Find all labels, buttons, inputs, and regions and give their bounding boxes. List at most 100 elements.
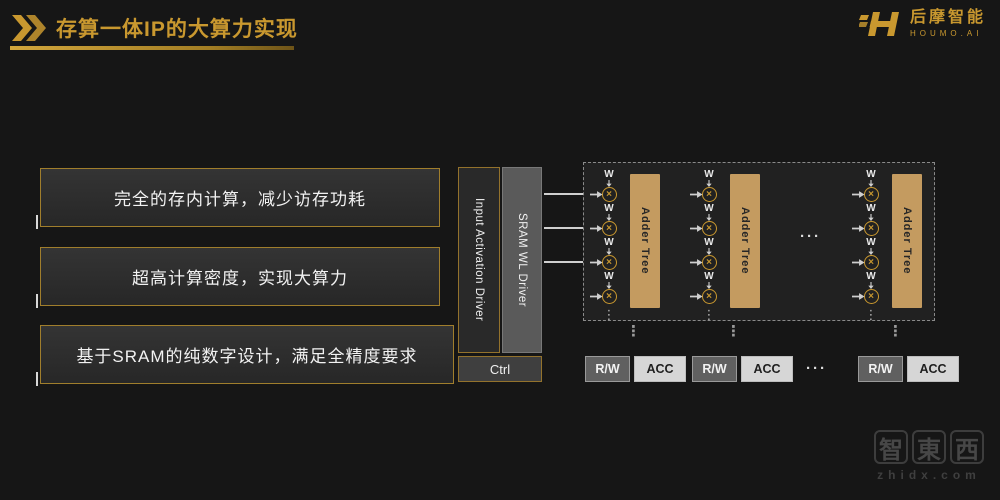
sram-wl-driver-box: SRAM WL Driver (502, 167, 542, 353)
activation-line-1 (544, 193, 596, 195)
mult-cell: W × (863, 203, 879, 236)
multiply-icon: × (701, 255, 717, 270)
mult-cell: W × (601, 169, 617, 202)
down-arrow-icon (706, 282, 712, 289)
houmo-logo-icon (858, 12, 899, 36)
mult-cell: W × (701, 271, 717, 304)
down-arrow-icon (868, 180, 874, 187)
adder-tree-box-2: Adder Tree (730, 174, 760, 308)
bullet-box-2: 超高计算密度，实现大算力 (36, 247, 440, 308)
logo-name: 后摩智能 (909, 9, 986, 26)
rw-box-2: R/W (692, 356, 737, 382)
weight-label: W (604, 237, 614, 248)
double-chevron-icon (12, 15, 46, 41)
vertical-ellipsis: ⋮ (726, 323, 741, 340)
adder-tree-label: Adder Tree (901, 207, 913, 275)
activation-line-2 (544, 227, 596, 229)
multiply-icon: × (701, 221, 717, 236)
bullet-text-2: 超高计算密度，实现大算力 (132, 269, 348, 288)
adder-tree-box-3: Adder Tree (892, 174, 922, 308)
weight-label: W (704, 271, 714, 282)
down-arrow-icon (868, 282, 874, 289)
down-arrow-icon (606, 180, 612, 187)
mult-cell: W × (701, 203, 717, 236)
activation-line-3 (544, 261, 596, 263)
down-arrow-icon (868, 214, 874, 221)
vertical-ellipsis: ⋮ (702, 307, 716, 322)
watermark-char: 西 (950, 430, 984, 464)
mult-cell: W × (863, 271, 879, 304)
page-title: 存算一体IP的大算力实现 (56, 18, 298, 41)
down-arrow-icon (606, 214, 612, 221)
horizontal-ellipsis: ··· (806, 360, 827, 377)
bullet-box-3: 基于SRAM的纯数字设计，满足全精度要求 (36, 325, 454, 386)
multiplier-column: W × W × W × W × ⋮ (598, 170, 620, 321)
logo-domain: HOUMO.AI (909, 29, 983, 38)
mult-cell: W × (601, 271, 617, 304)
multiply-icon: × (601, 221, 617, 236)
watermark-char: 東 (912, 430, 946, 464)
multiply-icon: × (863, 289, 879, 304)
watermark-domain: zhidx.com (877, 468, 981, 482)
rw-box-1: R/W (585, 356, 630, 382)
vertical-ellipsis: ⋮ (888, 323, 903, 340)
bullet-text-1: 完全的存内计算，减少访存功耗 (114, 190, 366, 209)
logo-text: 后摩智能 HOUMO.AI (910, 9, 986, 39)
mult-cell: W × (601, 204, 617, 236)
down-arrow-icon (706, 248, 712, 255)
mult-cell: W × (863, 237, 879, 270)
down-arrow-icon (868, 248, 874, 255)
horizontal-ellipsis: ··· (800, 228, 821, 245)
weight-label: W (604, 271, 614, 282)
vertical-ellipsis: ⋮ (626, 323, 641, 340)
input-activation-driver-label: Input Activation Driver (473, 198, 485, 322)
acc-box-1: ACC (634, 356, 686, 382)
watermark-char: 智 (874, 430, 908, 464)
multiplier-column: W × W × W × W × ⋮ (698, 170, 720, 321)
adder-tree-box-1: Adder Tree (630, 174, 660, 308)
weight-label: W (866, 271, 876, 282)
multiplier-column: W × W × W × W × ⋮ (860, 170, 882, 321)
watermark-characters: 智 東 西 (874, 430, 984, 464)
cim-column-group-3: W × W × W × W × ⋮ Adder Tree (860, 170, 922, 321)
multiply-icon: × (601, 255, 617, 270)
down-arrow-icon (606, 282, 612, 289)
weight-label: W (866, 237, 876, 248)
bullet-text-3: 基于SRAM的纯数字设计，满足全精度要求 (76, 347, 418, 366)
title-underline (10, 46, 294, 50)
weight-label: W (604, 169, 614, 180)
acc-box-3: ACC (907, 356, 959, 382)
multiply-icon: × (863, 187, 879, 202)
weight-label: W (704, 237, 714, 248)
weight-label: W (866, 203, 876, 214)
input-activation-driver-box: Input Activation Driver (458, 167, 500, 353)
multiply-icon: × (863, 255, 879, 270)
cim-column-group-2: W × W × W × W × ⋮ Adder Tree (698, 170, 760, 321)
down-arrow-icon (706, 214, 712, 221)
multiply-icon: × (601, 187, 617, 202)
mult-cell: W × (701, 169, 717, 202)
rw-box-3: R/W (858, 356, 903, 382)
adder-tree-label: Adder Tree (739, 207, 751, 275)
mult-cell: W × (601, 237, 617, 270)
down-arrow-icon (706, 180, 712, 187)
mult-cell: W × (701, 237, 717, 270)
multiply-icon: × (863, 221, 879, 236)
weight-label: W (704, 203, 714, 214)
brand-logo: 后摩智能 HOUMO.AI (858, 9, 986, 39)
vertical-ellipsis: ⋮ (864, 307, 878, 322)
vertical-ellipsis: ⋮ (602, 307, 616, 322)
adder-tree-label: Adder Tree (639, 207, 651, 275)
sram-wl-driver-label: SRAM WL Driver (516, 212, 528, 308)
weight-label: W (866, 169, 876, 180)
bullet-box-1: 完全的存内计算，减少访存功耗 (36, 168, 440, 229)
multiply-icon: × (701, 187, 717, 202)
zhidx-watermark: 智 東 西 zhidx.com (874, 430, 984, 482)
multiply-icon: × (601, 289, 617, 304)
down-arrow-icon (606, 248, 612, 255)
mult-cell: W × (863, 169, 879, 202)
cim-column-group-1: W × W × W × W × ⋮ Adder Tree (598, 170, 660, 321)
weight-label: W (704, 169, 714, 180)
ctrl-box: Ctrl (458, 356, 542, 382)
